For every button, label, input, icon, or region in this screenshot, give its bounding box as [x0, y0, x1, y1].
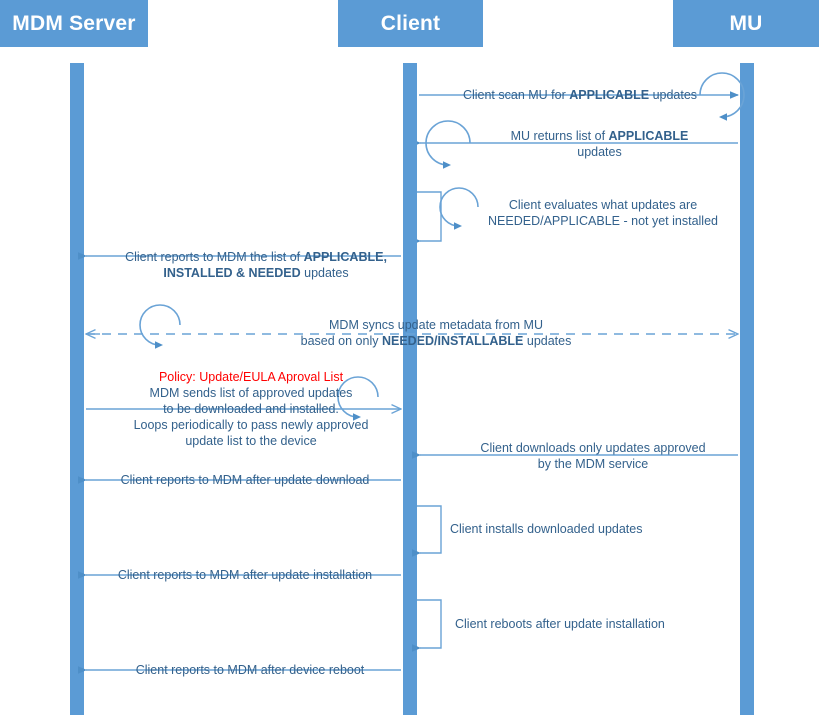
loop-icon-m6: [337, 376, 379, 421]
actor-header-mu[interactable]: MU: [673, 0, 819, 47]
actor-header-mu-label: MU: [729, 11, 763, 35]
activation-client-bottom: [403, 383, 417, 715]
arrow-m11-client-reboots: [412, 599, 442, 652]
loop-icon-m5: [139, 304, 181, 349]
loop-icon-m2: [425, 120, 471, 169]
arrow-m5-mdm-syncs-metadata: [86, 304, 738, 349]
lifeline-mdm-server: [70, 63, 84, 715]
activation-client-top: [403, 63, 417, 285]
arrow-m1-client-scan-mu: [419, 72, 745, 121]
actor-header-client-label: Client: [380, 11, 441, 35]
actor-header-mdm-server[interactable]: MDM Server: [0, 0, 148, 47]
message-label-m6-policy: Policy: Update/EULA Aproval List: [158, 370, 344, 384]
lifeline-mu: [740, 63, 754, 715]
arrow-m6-mdm-sends-approved-list: [86, 376, 401, 421]
loop-icon-m1: [699, 72, 745, 121]
arrow-m3-client-evaluates: [412, 187, 479, 245]
loop-icon-m3: [439, 187, 479, 230]
actor-header-mdm-server-label: MDM Server: [12, 11, 136, 35]
arrow-m2-mu-returns-list: [412, 120, 738, 169]
arrow-m9-client-installs-updates: [412, 505, 442, 557]
actor-header-client[interactable]: Client: [338, 0, 483, 47]
